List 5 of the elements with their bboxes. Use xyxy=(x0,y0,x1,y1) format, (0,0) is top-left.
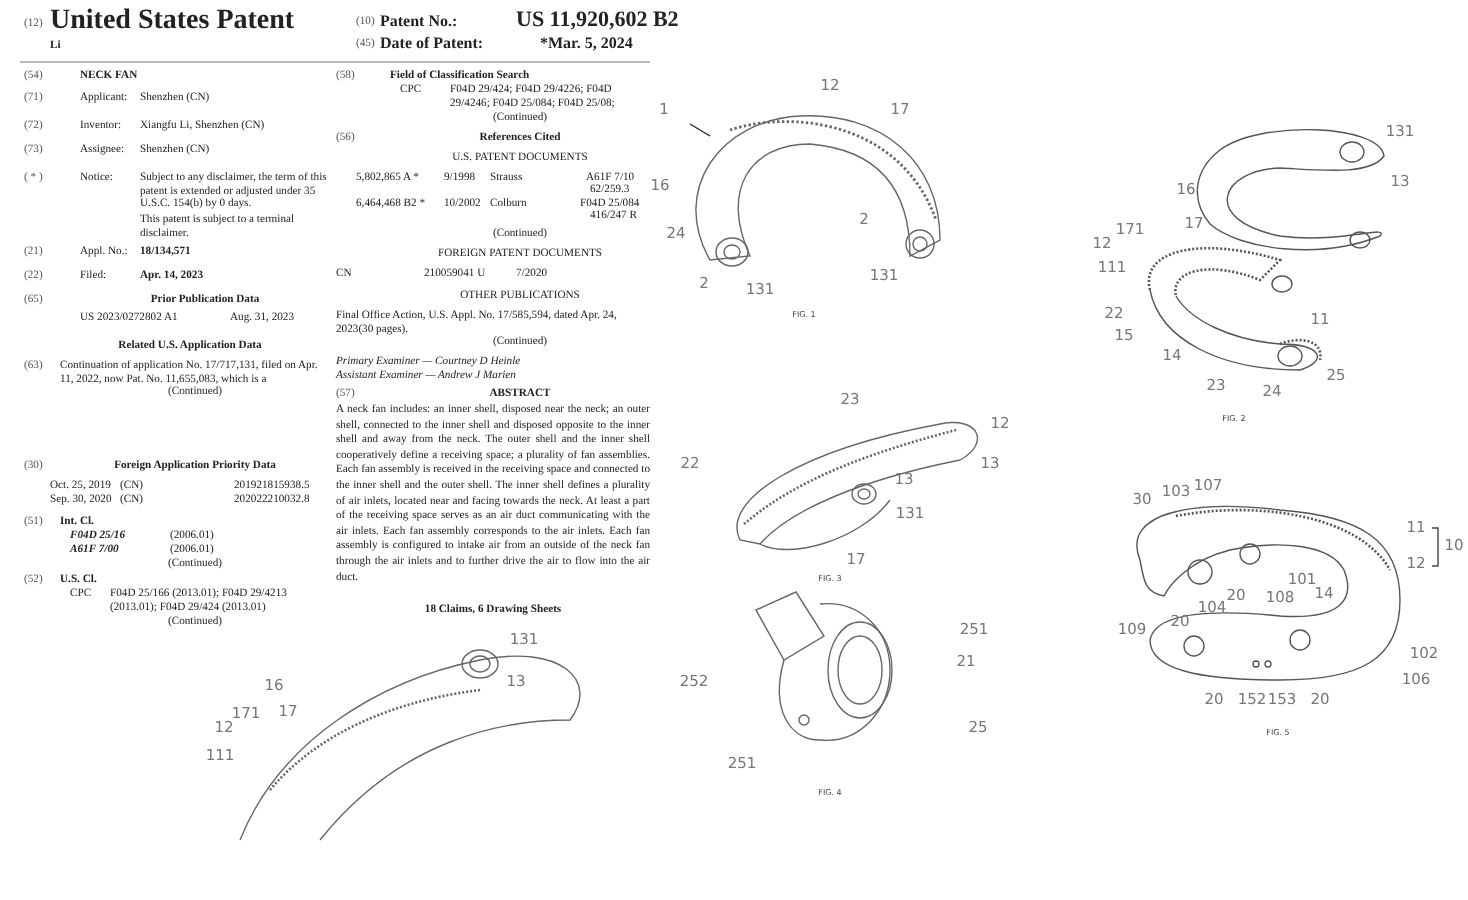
patent-number: US 11,920,602 B2 xyxy=(516,8,679,32)
header-field: *Mar. 5, 2024 xyxy=(540,34,633,52)
header-field: Date of Patent: xyxy=(380,34,484,52)
header-field: Patent No.: xyxy=(380,12,458,30)
document-title: United States Patent xyxy=(50,6,295,38)
